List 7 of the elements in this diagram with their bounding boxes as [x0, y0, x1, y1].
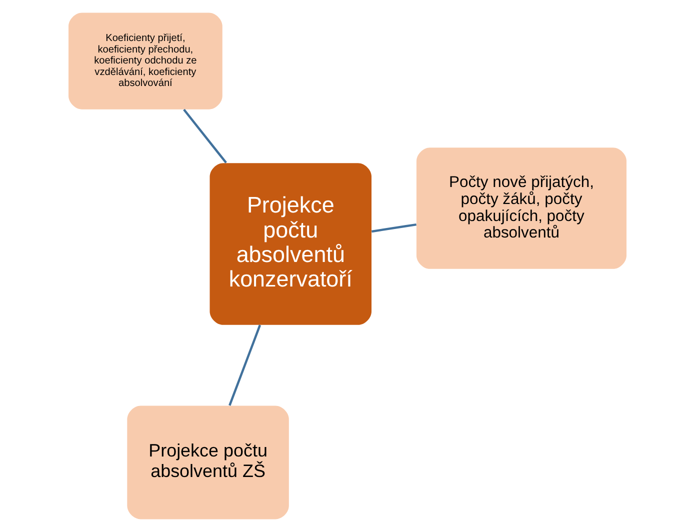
connector [182, 108, 226, 164]
connector [371, 223, 416, 233]
node-box: Koeficienty přijetí, koeficienty přechodu, koeficienty odchodu ze vzdělávání, koeficienty absolvování [68, 12, 222, 110]
connector [228, 324, 261, 406]
node-box: Počty nově přijatých, počty žáků, počty opakujících, počty absolventů [416, 148, 626, 269]
node-box: Projekce počtu absolventů ZŠ [126, 406, 288, 520]
node-box: Projekce počtu absolventů konzervatoří [209, 163, 371, 325]
